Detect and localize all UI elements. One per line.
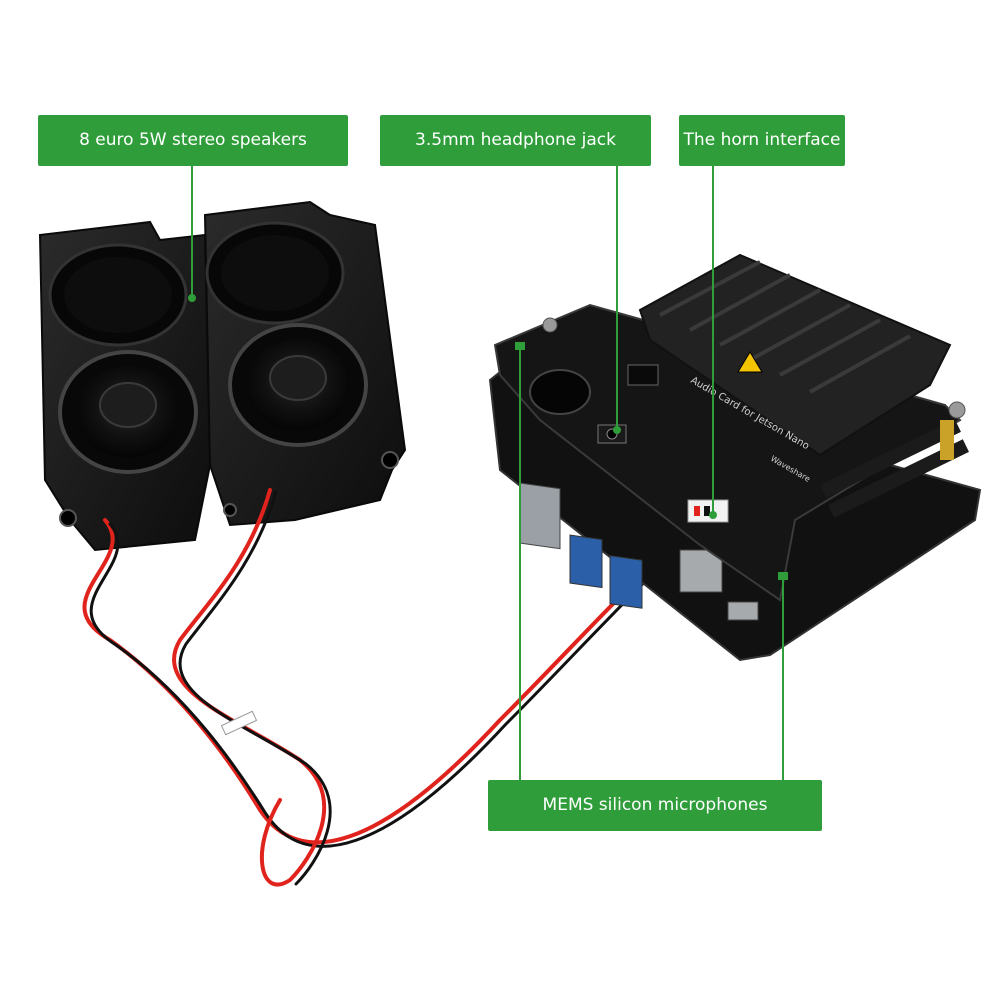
heatsink: [638, 253, 952, 457]
leader-lines: [188, 166, 784, 780]
cable-tie: [220, 710, 258, 736]
callout-stereo-speakers: 8 euro 5W stereo speakers: [38, 115, 348, 166]
speaker-cable: [82, 488, 712, 887]
callout-mems-microphones-label: MEMS silicon microphones: [542, 795, 768, 815]
speaker-pair: [38, 200, 407, 552]
codec-chip: [627, 364, 659, 386]
callout-horn-interface-label: The horn interface: [683, 130, 841, 150]
speaker-buzzer: [529, 369, 591, 415]
callout-stereo-speakers-label: 8 euro 5W stereo speakers: [79, 130, 307, 150]
callout-headphone-jack: 3.5mm headphone jack: [380, 115, 651, 166]
callout-headphone-jack-label: 3.5mm headphone jack: [415, 130, 616, 150]
callout-horn-interface: The horn interface: [679, 115, 845, 166]
gpio-header: [820, 419, 969, 518]
jetson-nano-board: Audio Card for Jetson Nano Waveshare: [488, 253, 982, 662]
callout-mems-microphones: MEMS silicon microphones: [488, 780, 822, 831]
warning-sticker: [737, 351, 763, 373]
